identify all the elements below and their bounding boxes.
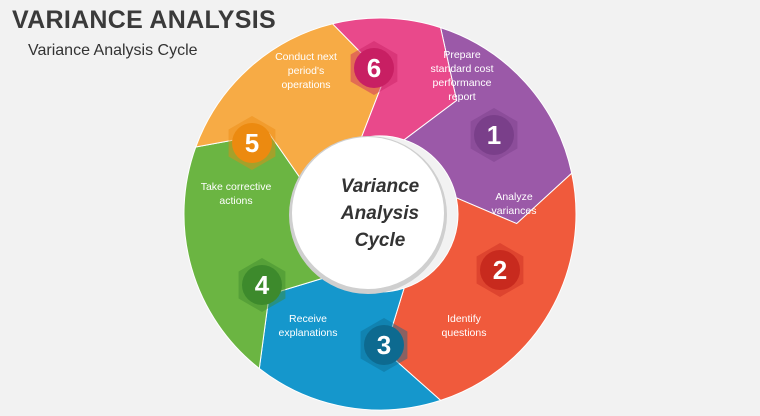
cycle-segment-2 — [384, 172, 577, 401]
center-label-line-2: Analysis — [340, 203, 419, 224]
step-6-number: 6 — [367, 53, 381, 83]
step-6-badge — [354, 48, 394, 88]
step-3-number: 3 — [377, 330, 391, 360]
center-circle — [292, 137, 444, 289]
step-5-label: Take corrective actions — [201, 181, 272, 207]
step-5-badge — [232, 123, 272, 163]
step-5-label-line: Take corrective — [201, 181, 272, 193]
step-3-label-line: questions — [442, 327, 487, 339]
center-label-line-3: Cycle — [355, 230, 406, 251]
step-2-label-line: variances — [492, 205, 537, 217]
step-1-label: Prepare standard cost performance report — [430, 49, 493, 103]
step-3-label-line: Identify — [447, 313, 482, 325]
step-1-label-line: performance — [433, 77, 492, 89]
step-1-badge — [474, 115, 514, 155]
cycle-segments — [183, 17, 577, 411]
step-1-label-line: Prepare — [443, 49, 481, 61]
step-1-label-line: report — [448, 91, 476, 103]
page-title: VARIANCE ANALYSIS — [12, 6, 276, 34]
step-4-number: 4 — [255, 270, 270, 300]
step-6-label-line: Conduct next — [275, 51, 337, 63]
step-1-label-line: standard cost — [430, 63, 493, 75]
step-5-label-line: actions — [219, 195, 252, 207]
step-3-label: Identify questions — [442, 313, 487, 339]
step-4-label: Receive explanations — [279, 313, 338, 339]
step-6-label-line: period's — [288, 65, 324, 77]
center-label-line-1: Variance — [341, 176, 420, 197]
step-4-label-line: Receive — [289, 313, 327, 325]
step-2-label-line: Analyze — [495, 191, 533, 203]
step-2-label: Analyze variances — [492, 191, 537, 217]
step-4-label-line: explanations — [279, 327, 338, 339]
step-6-label-line: operations — [281, 79, 330, 91]
page-subtitle: Variance Analysis Cycle — [28, 42, 198, 59]
step-2-number: 2 — [493, 255, 507, 285]
step-badges: 1 2 3 4 5 6 — [228, 41, 524, 372]
step-1-number: 1 — [487, 120, 501, 150]
step-5-number: 5 — [245, 128, 259, 158]
step-2-badge — [480, 250, 520, 290]
step-3-badge — [364, 325, 404, 365]
step-6-label: Conduct next period's operations — [275, 51, 337, 91]
segment-labels: Prepare standard cost performance reportAna… — [201, 49, 537, 339]
step-4-badge — [242, 265, 282, 305]
